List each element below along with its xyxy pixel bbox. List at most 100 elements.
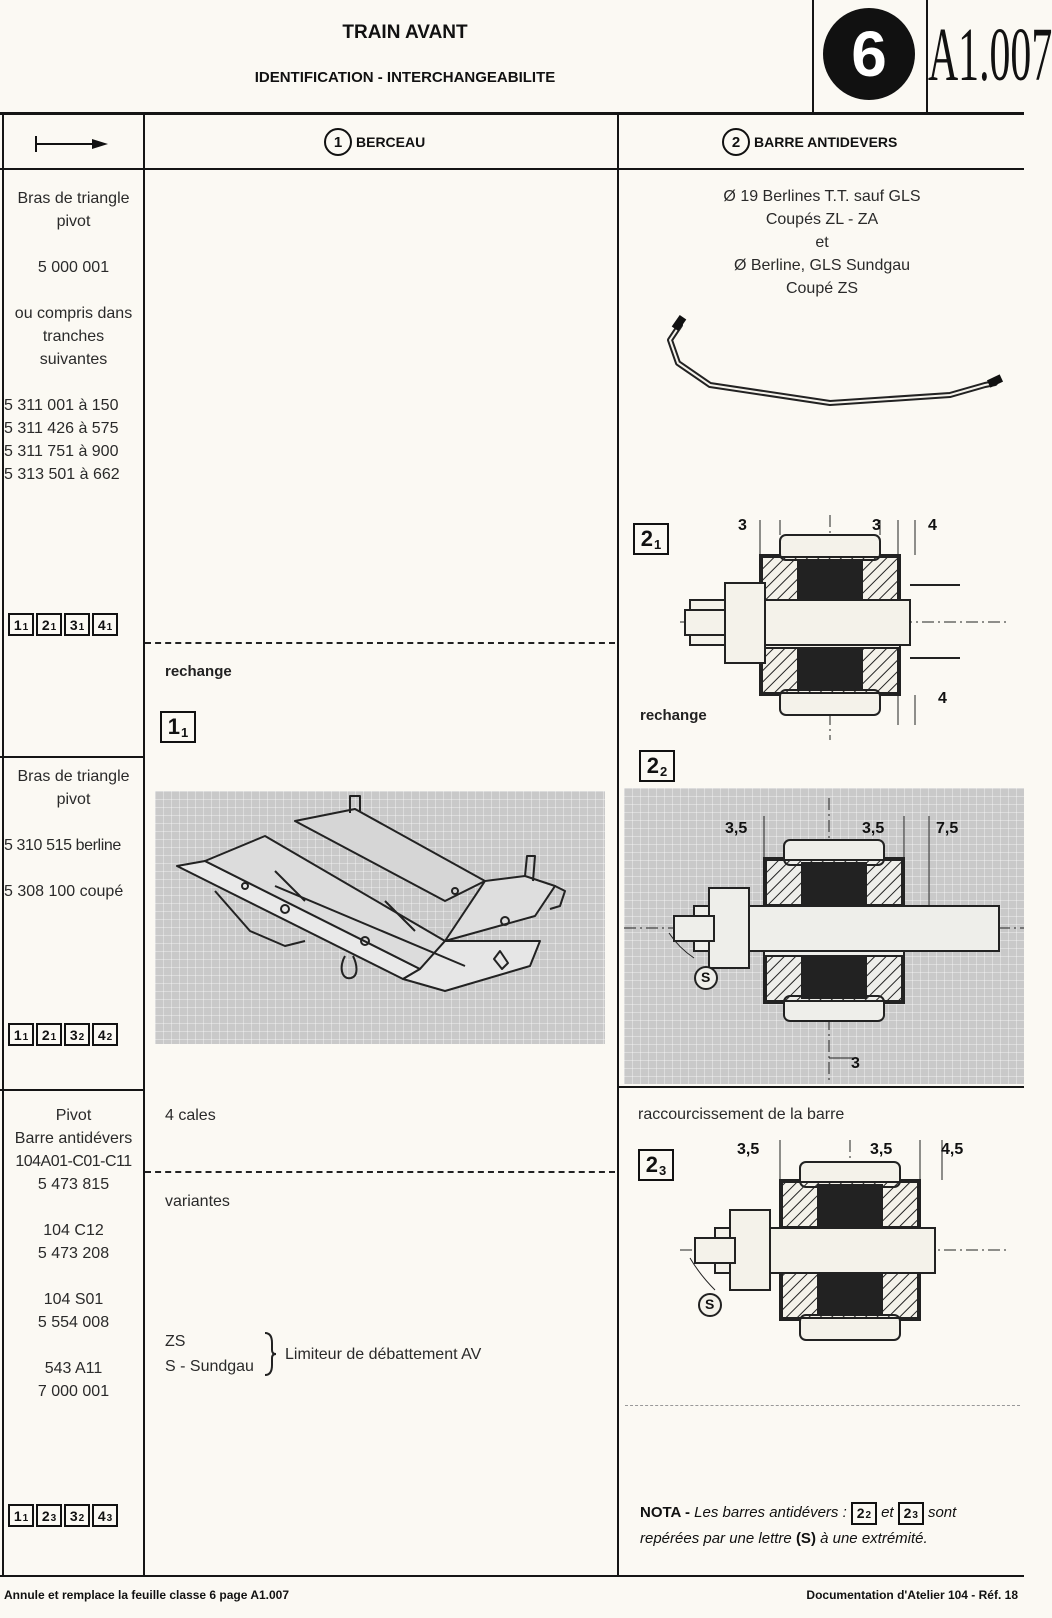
- barre-rechange-label: rechange: [640, 707, 707, 724]
- class-number: 6: [851, 18, 887, 90]
- column-label-barre: BARRE ANTIDEVERS: [754, 134, 898, 150]
- bushing-section-2-1: [680, 515, 1010, 745]
- row-text-line: 7 000 001: [37, 1383, 110, 1400]
- dim-2-1-a: 3: [738, 517, 747, 534]
- footer-left: Annule et remplace la feuille classe 6 p…: [4, 1588, 290, 1602]
- barre-desc-line: Coupé ZS: [785, 280, 859, 297]
- barre-raccourcissement-text: raccourcissement de la barre: [638, 1106, 845, 1123]
- table-bottom-rule: [0, 1575, 1024, 1577]
- header-bottom-rule: [0, 112, 1024, 115]
- row-text-line: 5 000 001: [37, 259, 110, 276]
- row-text-line: Bras de triangle: [17, 190, 130, 207]
- row-3-identification: Pivot Barre antidévers 104A01-C01-C11 5 …: [4, 1104, 143, 1403]
- row-text-line: 5 311 426 à 575: [4, 420, 119, 437]
- row-text-line: 5 473 208: [37, 1245, 110, 1262]
- barre-desc-line: Ø Berline, GLS Sundgau: [733, 257, 911, 274]
- barre-description: Ø 19 Berlines T.T. sauf GLS Coupés ZL - …: [620, 185, 1024, 300]
- dim-2-1-b: 3: [872, 517, 881, 534]
- barre-desc-line: Ø 19 Berlines T.T. sauf GLS: [723, 188, 921, 205]
- col-divider-2: [617, 112, 619, 1577]
- berceau-sundgau-text: S - Sundgau: [165, 1358, 254, 1375]
- row-text-line: 5 311 001 à 150: [4, 397, 119, 414]
- page-code: A1.007: [928, 13, 1052, 97]
- subframe-drawing: [176, 795, 566, 992]
- dim-2-2-c: 7,5: [936, 820, 959, 837]
- bushing-section-2-3: [680, 1140, 1010, 1345]
- dim-2-2-a: 3,5: [725, 820, 748, 837]
- row-text-line: 5 310 515 berline: [4, 837, 121, 854]
- left-border: [2, 112, 4, 1577]
- row-text-line: [4, 811, 143, 834]
- row-text-line: [4, 233, 143, 256]
- column-header-rule: [0, 168, 1024, 170]
- row-text-line: [4, 1265, 143, 1288]
- berceau-zs-text: ZS: [165, 1333, 186, 1350]
- header-divider-2: [926, 0, 928, 112]
- row-text-line: 5 313 501 à 662: [4, 466, 120, 483]
- section-2-3-dotted-rule: [625, 1405, 1020, 1406]
- row-text-line: 5 554 008: [37, 1314, 110, 1331]
- bushing-drawing-2-3: [680, 1140, 1010, 1341]
- bushing-section-2-2: [624, 788, 1024, 1084]
- row-text-line: Barre antidévers: [14, 1130, 133, 1147]
- column-number-1: 1: [324, 128, 352, 156]
- dashed-separator-2: [145, 1171, 615, 1173]
- row-text-line: ou compris dans: [14, 305, 133, 322]
- row-text-line: 5 308 100 coupé: [4, 883, 124, 900]
- antiroll-bar-drawing: [667, 314, 1004, 406]
- nota-text-2: sont: [927, 1504, 957, 1521]
- row-text-line: 5 473 815: [37, 1176, 110, 1193]
- column-label-berceau: BERCEAU: [356, 134, 426, 150]
- page-subtitle: IDENTIFICATION - INTERCHANGEABILITE: [254, 69, 556, 86]
- dim-2-3-c: 4,5: [941, 1141, 964, 1158]
- row-2-identification: Bras de triangle pivot 5 310 515 berline…: [4, 765, 143, 903]
- arrow-icon: [34, 134, 110, 159]
- dim-2-1-d: 4: [938, 690, 947, 707]
- row-text-line: [4, 279, 143, 302]
- class-number-badge: 6: [823, 8, 915, 100]
- row-text-line: pivot: [56, 213, 91, 230]
- bushing-drawing-2-1: [680, 515, 1010, 740]
- row-text-line: [4, 371, 143, 394]
- header-divider-1: [812, 0, 814, 112]
- row-text-line: [4, 1334, 143, 1357]
- row-1-identification: Bras de triangle pivot 5 000 001 ou comp…: [4, 187, 143, 486]
- nota-s: (S): [795, 1530, 816, 1547]
- barre-desc-line: Coupés ZL - ZA: [765, 211, 879, 228]
- barre-desc-line: et: [815, 234, 829, 251]
- row-rule-1: [0, 756, 145, 758]
- row-text-line: 104 S01: [43, 1291, 104, 1308]
- row-text-line: pivot: [56, 791, 91, 808]
- row-text-line: 543 A11: [44, 1360, 103, 1377]
- column-header-berceau: 1 BERCEAU: [324, 128, 425, 156]
- dim-2-2-b: 3,5: [862, 820, 885, 837]
- dashed-separator-1: [145, 642, 615, 644]
- berceau-cales-text: 4 cales: [165, 1107, 216, 1124]
- bushing-drawing-2-2: [624, 798, 1024, 1084]
- col-divider-1: [143, 112, 145, 1577]
- row-text-line: 104 C12: [43, 1222, 104, 1239]
- row-text-line: Bras de triangle: [17, 768, 130, 785]
- page-title: TRAIN AVANT: [342, 22, 468, 43]
- row-text-line: tranches: [42, 328, 105, 345]
- column-number-2: 2: [722, 128, 750, 156]
- row-text-line: [4, 1196, 143, 1219]
- dim-2-2-d: 3: [851, 1055, 860, 1072]
- antiroll-bar-illustration: [650, 314, 1004, 420]
